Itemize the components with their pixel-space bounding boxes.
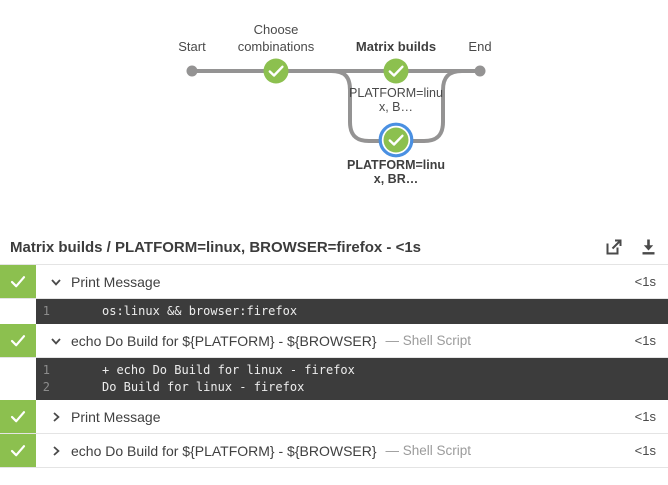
stage-label-matrix-builds: Matrix builds [355, 39, 437, 54]
step-meta: — Shell Script [385, 443, 472, 458]
log-line-number: 2 [42, 380, 50, 394]
step-duration: <1s [634, 409, 656, 424]
stage-label-start: Start [178, 39, 206, 54]
log-line-text: + echo Do Build for linux - firefox [102, 363, 355, 377]
chevron-down-icon [50, 276, 62, 288]
step-row-print-message-1[interactable]: Print Message <1s [0, 265, 668, 299]
success-check-icon [388, 134, 404, 146]
step-list: Print Message <1s 1 os:linux && browser:… [0, 264, 668, 468]
success-check-icon [10, 334, 26, 346]
log-line-text: os:linux && browser:firefox [102, 304, 298, 318]
stage-label-end: End [468, 39, 492, 54]
result-header-actions [604, 237, 658, 257]
log-line-number: 1 [42, 363, 50, 377]
pipeline-edges [186, 58, 486, 158]
download-icon[interactable] [638, 237, 658, 257]
step-label: echo Do Build for ${PLATFORM} - ${BROWSE… [71, 332, 377, 349]
step-status-success [0, 400, 36, 433]
node-start [186, 65, 198, 77]
step-meta: — Shell Script [385, 333, 472, 348]
console-log: 1 os:linux && browser:firefox [36, 299, 668, 324]
step-duration: <1s [634, 274, 656, 289]
pipeline-graph: Start Choose combinations Matrix builds … [0, 0, 668, 230]
result-header: Matrix builds / PLATFORM=linux, BROWSER=… [0, 230, 668, 264]
external-link-icon[interactable] [604, 237, 624, 257]
success-check-icon [10, 444, 26, 456]
step-label: Print Message [71, 273, 161, 290]
success-check-icon [10, 410, 26, 422]
step-label: Print Message [71, 408, 161, 425]
step-status-success [0, 324, 36, 357]
success-check-icon [10, 275, 26, 287]
result-title: Matrix builds / PLATFORM=linux, BROWSER=… [10, 238, 422, 256]
console-log-line: 1 + echo Do Build for linux - firefox [36, 362, 668, 379]
node-matrix-builds[interactable] [383, 58, 409, 84]
chevron-right-icon [50, 445, 62, 457]
step-status-success [0, 265, 36, 298]
step-label: echo Do Build for ${PLATFORM} - ${BROWSE… [71, 442, 377, 459]
step-row-shell-script-1[interactable]: echo Do Build for ${PLATFORM} - ${BROWSE… [0, 324, 668, 358]
chevron-down-icon [50, 335, 62, 347]
branch-label-1: PLATFORM=linu x, B… [349, 86, 443, 114]
log-line-text: Do Build for linux - firefox [102, 380, 305, 394]
step-duration: <1s [634, 333, 656, 348]
node-branch-selected[interactable] [378, 122, 414, 158]
step-duration: <1s [634, 443, 656, 458]
console-log: 1 + echo Do Build for linux - firefox 2 … [36, 358, 668, 400]
step-row-shell-script-2[interactable]: echo Do Build for ${PLATFORM} - ${BROWSE… [0, 434, 668, 468]
node-choose-combinations[interactable] [263, 58, 289, 84]
chevron-right-icon [50, 411, 62, 423]
branch-label-2-selected: PLATFORM=linu x, BR… [346, 158, 446, 186]
step-status-success [0, 434, 36, 467]
console-log-line: 2 Do Build for linux - firefox [36, 379, 668, 396]
log-line-number: 1 [42, 304, 50, 318]
console-log-line: 1 os:linux && browser:firefox [36, 303, 668, 320]
stage-label-choose-combinations: Choose combinations [237, 22, 315, 54]
node-end [474, 65, 486, 77]
success-check-icon [388, 65, 404, 77]
step-row-print-message-2[interactable]: Print Message <1s [0, 400, 668, 434]
success-check-icon [268, 65, 284, 77]
